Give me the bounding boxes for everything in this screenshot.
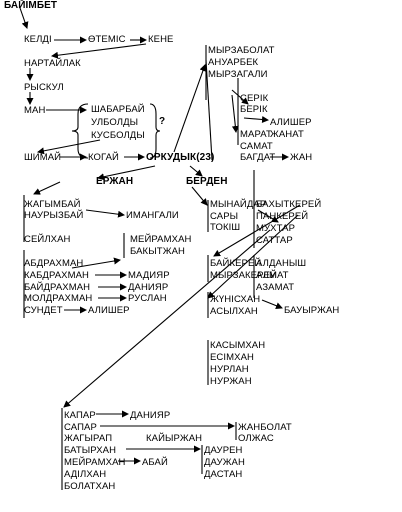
node-berden: БЕРДЕН — [186, 176, 228, 187]
node-daniyar-2: ДАНИЯР — [130, 410, 171, 421]
node-nauryzbai: НАУРЫЗБАЙ — [24, 210, 84, 221]
node-abdrakhman: АБДРАХМАН — [24, 258, 84, 269]
node-nartailak: НАРТАЙЛАК — [24, 58, 81, 69]
node-bakhytkerei: БАХЫТКЕРЕЙ — [256, 199, 322, 210]
node-meiramkhan-2: МЕЙРАМХАН — [64, 457, 126, 468]
node-madiyar: МАДИЯР — [128, 270, 170, 281]
node-question: ? — [159, 116, 166, 127]
node-bolatkhan: БОЛАТХАН — [64, 481, 116, 492]
node-almat: АЛМАТ — [256, 270, 289, 281]
node-seilkhan: СЕЙЛХАН — [24, 234, 71, 245]
node-imangali: ИМАНГАЛИ — [126, 210, 179, 221]
node-man: МАН — [24, 105, 46, 116]
node-abai: АБАЙ — [142, 457, 168, 468]
node-ryskul: РЫСКУЛ — [24, 82, 64, 93]
node-olzhas: ОЛЖАС — [238, 433, 274, 444]
node-azamat: АЗАМАТ — [256, 282, 295, 293]
node-kene: КЕНЕ — [148, 34, 174, 45]
node-baikerei: БАЙКЕРЕЙ — [210, 258, 262, 269]
node-alisher-1: АЛИШЕР — [88, 305, 130, 316]
node-bakytzhan: БАКЫТЖАН — [130, 246, 185, 257]
node-zhagymbai: ЖАГЫМБАЙ — [24, 199, 81, 210]
node-sary: САРЫ — [210, 211, 239, 222]
node-marat: МАРАТ — [240, 129, 272, 140]
node-kasymkhan: КАСЫМХАН — [210, 340, 266, 351]
node-zhunkhan: ЖҮНІСХАН — [210, 294, 261, 305]
node-myrzakerei: МЫРЗАКЕРЕЙ — [210, 270, 277, 281]
node-ulboldy: УЛБОЛДЫ — [91, 117, 139, 128]
node-keldi: КЕЛДІ — [24, 34, 52, 45]
node-dauzhan: ДАУЖАН — [204, 457, 245, 468]
node-dastan: ДАСТАН — [204, 469, 243, 480]
node-shabarbai: ШАБАРБАЙ — [91, 104, 145, 115]
node-batyrkhan: БАТЫРХАН — [64, 445, 117, 456]
node-askhan: АСЫЛХАН — [210, 306, 258, 317]
node-myrzagali: МЫРЗАГАЛИ — [208, 69, 268, 80]
node-mynaidar: МЫНАЙДАР — [210, 199, 267, 210]
node-kogai: КОГАЙ — [88, 152, 119, 163]
node-myrzabolat: МЫРЗАБОЛАТ — [208, 45, 275, 56]
node-zhanat: ЖАНАТ — [270, 129, 304, 140]
node-tokish: ТОКІШ — [210, 222, 241, 233]
node-baiimbet: БАЙІМБЕТ — [4, 0, 58, 11]
node-sundet: СУНДЕТ — [24, 305, 63, 316]
node-esimkhan: ЕСІМХАН — [210, 352, 254, 363]
node-anuarbek: АНУАРБЕК — [208, 57, 259, 68]
node-bagdat: БАГДАТ — [240, 152, 276, 163]
node-ruslan: РУСЛАН — [128, 293, 167, 304]
node-otemis: ӨТЕМІС — [88, 34, 126, 45]
node-pankerei: ПАНКЕРЕЙ — [256, 211, 309, 222]
node-nurlan: НУРЛАН — [210, 364, 249, 375]
node-kaiyrzhan: КАЙЫРЖАН — [146, 433, 203, 444]
node-shimai: ШИМАЙ — [24, 152, 62, 163]
node-orkudyk: ОРКУДЫК(23) — [146, 152, 215, 163]
node-nurzhan: НУРЖАН — [210, 376, 252, 387]
node-daniyar-1: ДАНИЯР — [128, 282, 169, 293]
node-adilkhan: АДІЛХАН — [64, 469, 107, 480]
node-berik: БЕРІК — [240, 104, 268, 115]
node-dauren: ДАУРЕН — [204, 445, 243, 456]
node-moldrakhman: МОЛДРАХМАН — [24, 293, 93, 304]
node-samat: САМАТ — [240, 141, 273, 152]
node-zhagyrap: ЖАГЫРАП — [64, 433, 113, 444]
node-kapar: КАПАР — [64, 410, 96, 421]
node-sattar: САТТАР — [256, 235, 293, 246]
node-zhan: ЖАН — [290, 152, 313, 163]
node-kabdrakhman: КАБДРАХМАН — [24, 270, 90, 281]
node-baidrakhman: БАЙДРАХМАН — [24, 282, 91, 293]
node-erzhan: ЕРЖАН — [96, 176, 134, 187]
node-sapar: САПАР — [64, 422, 97, 433]
node-zhanbolat: ЖАНБОЛАТ — [238, 422, 292, 433]
node-aldanysh: АЛДАНЫШ — [256, 258, 307, 269]
node-serik: СЕРІК — [240, 93, 269, 104]
node-bauyrzhan: БАУЫРЖАН — [284, 305, 340, 316]
node-alisher-2: АЛИШЕР — [270, 117, 312, 128]
node-kusboldy: КУСБОЛДЫ — [91, 130, 145, 141]
node-meiramkhan-1: МЕЙРАМХАН — [130, 234, 192, 245]
node-mukhtar: МУХТАР — [256, 223, 296, 234]
